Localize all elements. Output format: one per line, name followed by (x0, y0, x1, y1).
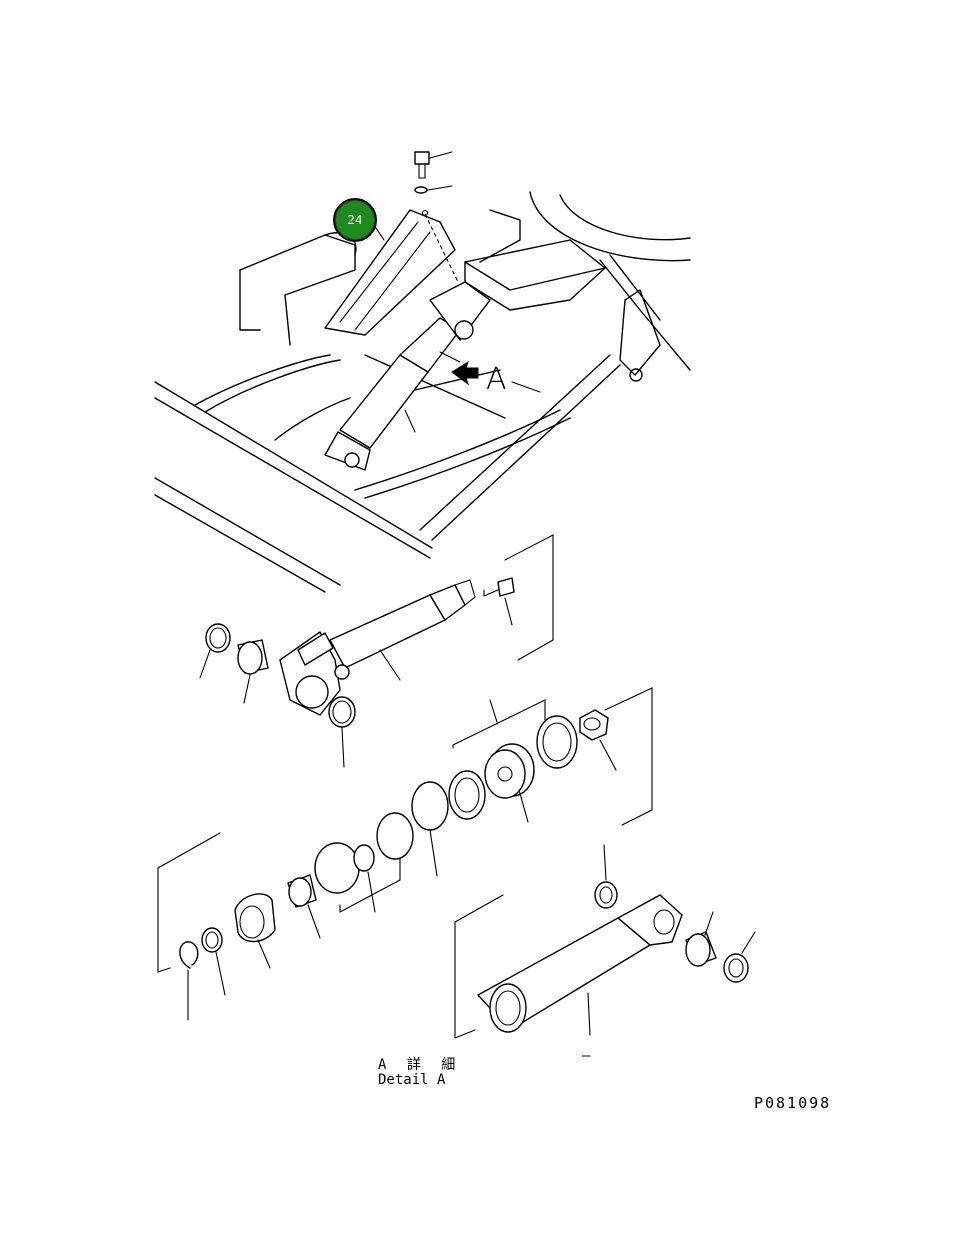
view-direction-label: A (486, 362, 507, 397)
detail-title-english: Detail A (378, 1072, 446, 1088)
callout-number: 24 (347, 213, 363, 227)
cylinder-tube (454, 844, 756, 1039)
callout-bubble-24[interactable]: 24 (333, 198, 377, 242)
bolt-and-washer (414, 151, 453, 194)
view-arrow-icon (451, 360, 541, 393)
seal-ring-group (157, 781, 449, 1021)
drawing-code: P081098 (754, 1094, 832, 1112)
piston-rod (279, 534, 554, 716)
installed-cylinder (324, 281, 491, 471)
cover-plate (324, 209, 459, 336)
piston-group (448, 687, 653, 826)
part-dash-label: – (582, 1048, 591, 1064)
rod-end-bushings (199, 623, 356, 768)
detail-title-japanese: A 詳 細 (378, 1057, 462, 1073)
